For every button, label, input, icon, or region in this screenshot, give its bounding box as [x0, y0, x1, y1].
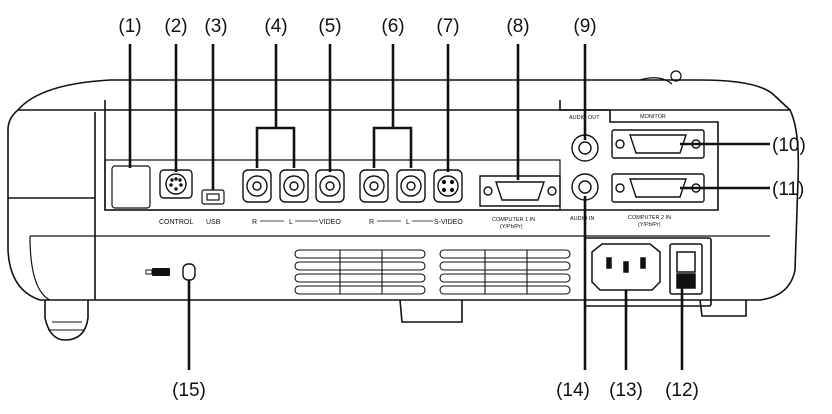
- svideo-label: S-VIDEO: [434, 219, 463, 226]
- computer2-label: COMPUTER 2 IN: [628, 215, 671, 221]
- control-label: CONTROL: [159, 219, 193, 226]
- audio-in-l-jack[interactable]: [279, 169, 309, 203]
- callout-13: (13): [609, 380, 643, 401]
- vent-grille: [294, 249, 571, 295]
- usb-port[interactable]: [201, 189, 225, 205]
- audio-in-label: AUDIO IN: [570, 216, 594, 222]
- svideo-audio-l-jack[interactable]: [396, 169, 426, 203]
- callout-10: (10): [772, 135, 806, 156]
- callout-3: (3): [204, 16, 227, 37]
- computer1-label: COMPUTER 1 IN: [492, 217, 535, 223]
- power-socket[interactable]: [591, 243, 661, 291]
- callout-11: (11): [772, 179, 804, 200]
- computer2-sub-label: (Y/Pb/Pr): [638, 222, 661, 228]
- callout-6: (6): [381, 16, 404, 37]
- callout-2: (2): [164, 16, 187, 37]
- r-label-1: R: [252, 219, 257, 226]
- projector-body: [7, 70, 800, 341]
- leader-lines: [128, 44, 770, 370]
- callout-15: (15): [172, 380, 206, 401]
- security-slot[interactable]: [182, 263, 196, 281]
- callout-9: (9): [573, 16, 596, 37]
- power-switch[interactable]: [669, 243, 703, 295]
- lock-icon: [145, 268, 170, 276]
- callout-8: (8): [506, 16, 529, 37]
- computer1-sub-label: (Y/Pb/Pr): [500, 224, 523, 230]
- l-label-1: L: [289, 219, 293, 226]
- svideo-audio-r-jack[interactable]: [359, 169, 389, 203]
- callout-1: (1): [118, 16, 141, 37]
- monitor-label: MONITOR: [640, 114, 666, 120]
- l-label-2: L: [406, 219, 410, 226]
- video-jack[interactable]: [315, 169, 345, 203]
- control-port[interactable]: [159, 169, 193, 199]
- callout-labels: (1) (2) (3) (4) (5) (6) (7) (8) (9) (10)…: [118, 16, 805, 401]
- callout-14: (14): [556, 380, 590, 401]
- usb-label: USB: [206, 219, 221, 226]
- callout-5: (5): [318, 16, 341, 37]
- callout-12: (12): [665, 380, 699, 401]
- r-label-2: R: [369, 219, 374, 226]
- callout-4: (4): [264, 16, 287, 37]
- video-label: VIDEO: [319, 219, 341, 226]
- blank-cover: [111, 165, 151, 209]
- computer1-in-port[interactable]: [479, 175, 561, 207]
- audio-in-r-jack[interactable]: [242, 169, 272, 203]
- svideo-port[interactable]: [433, 169, 463, 203]
- callout-7: (7): [436, 16, 459, 37]
